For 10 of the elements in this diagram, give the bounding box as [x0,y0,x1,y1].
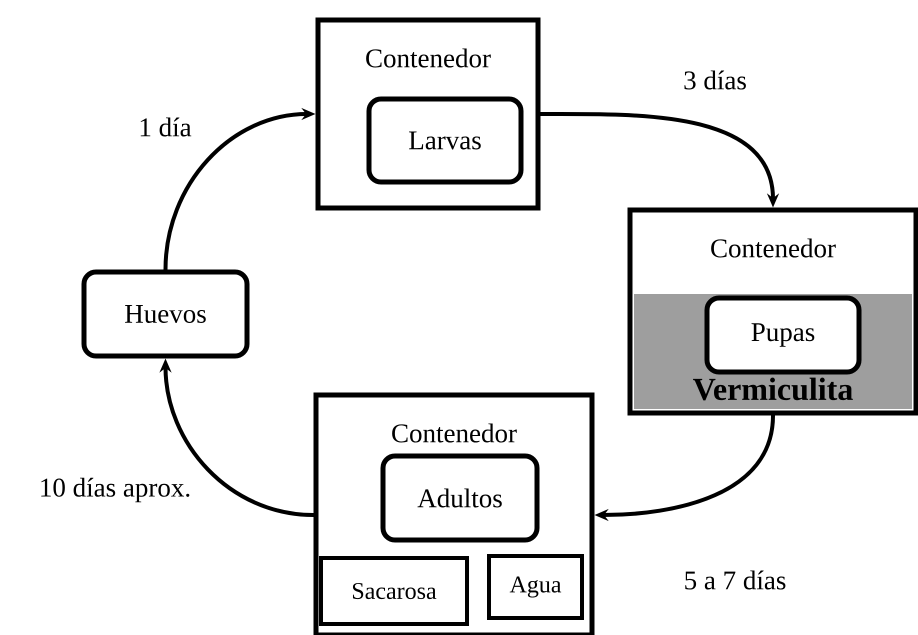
edge-label: 1 día [137,116,193,138]
edge-label: 5 a 7 días [682,569,788,591]
stage-box: Huevos [82,270,250,358]
stage-box: Adultos [380,454,540,542]
edge-label: 10 días aprox. [38,476,192,504]
stage-box: Larvas [366,96,524,184]
stage-box: Pupas [704,296,862,374]
supply-box: Sacarosa [319,556,469,626]
edge-label: 3 días [682,69,748,91]
supply-box: Agua [487,554,584,620]
